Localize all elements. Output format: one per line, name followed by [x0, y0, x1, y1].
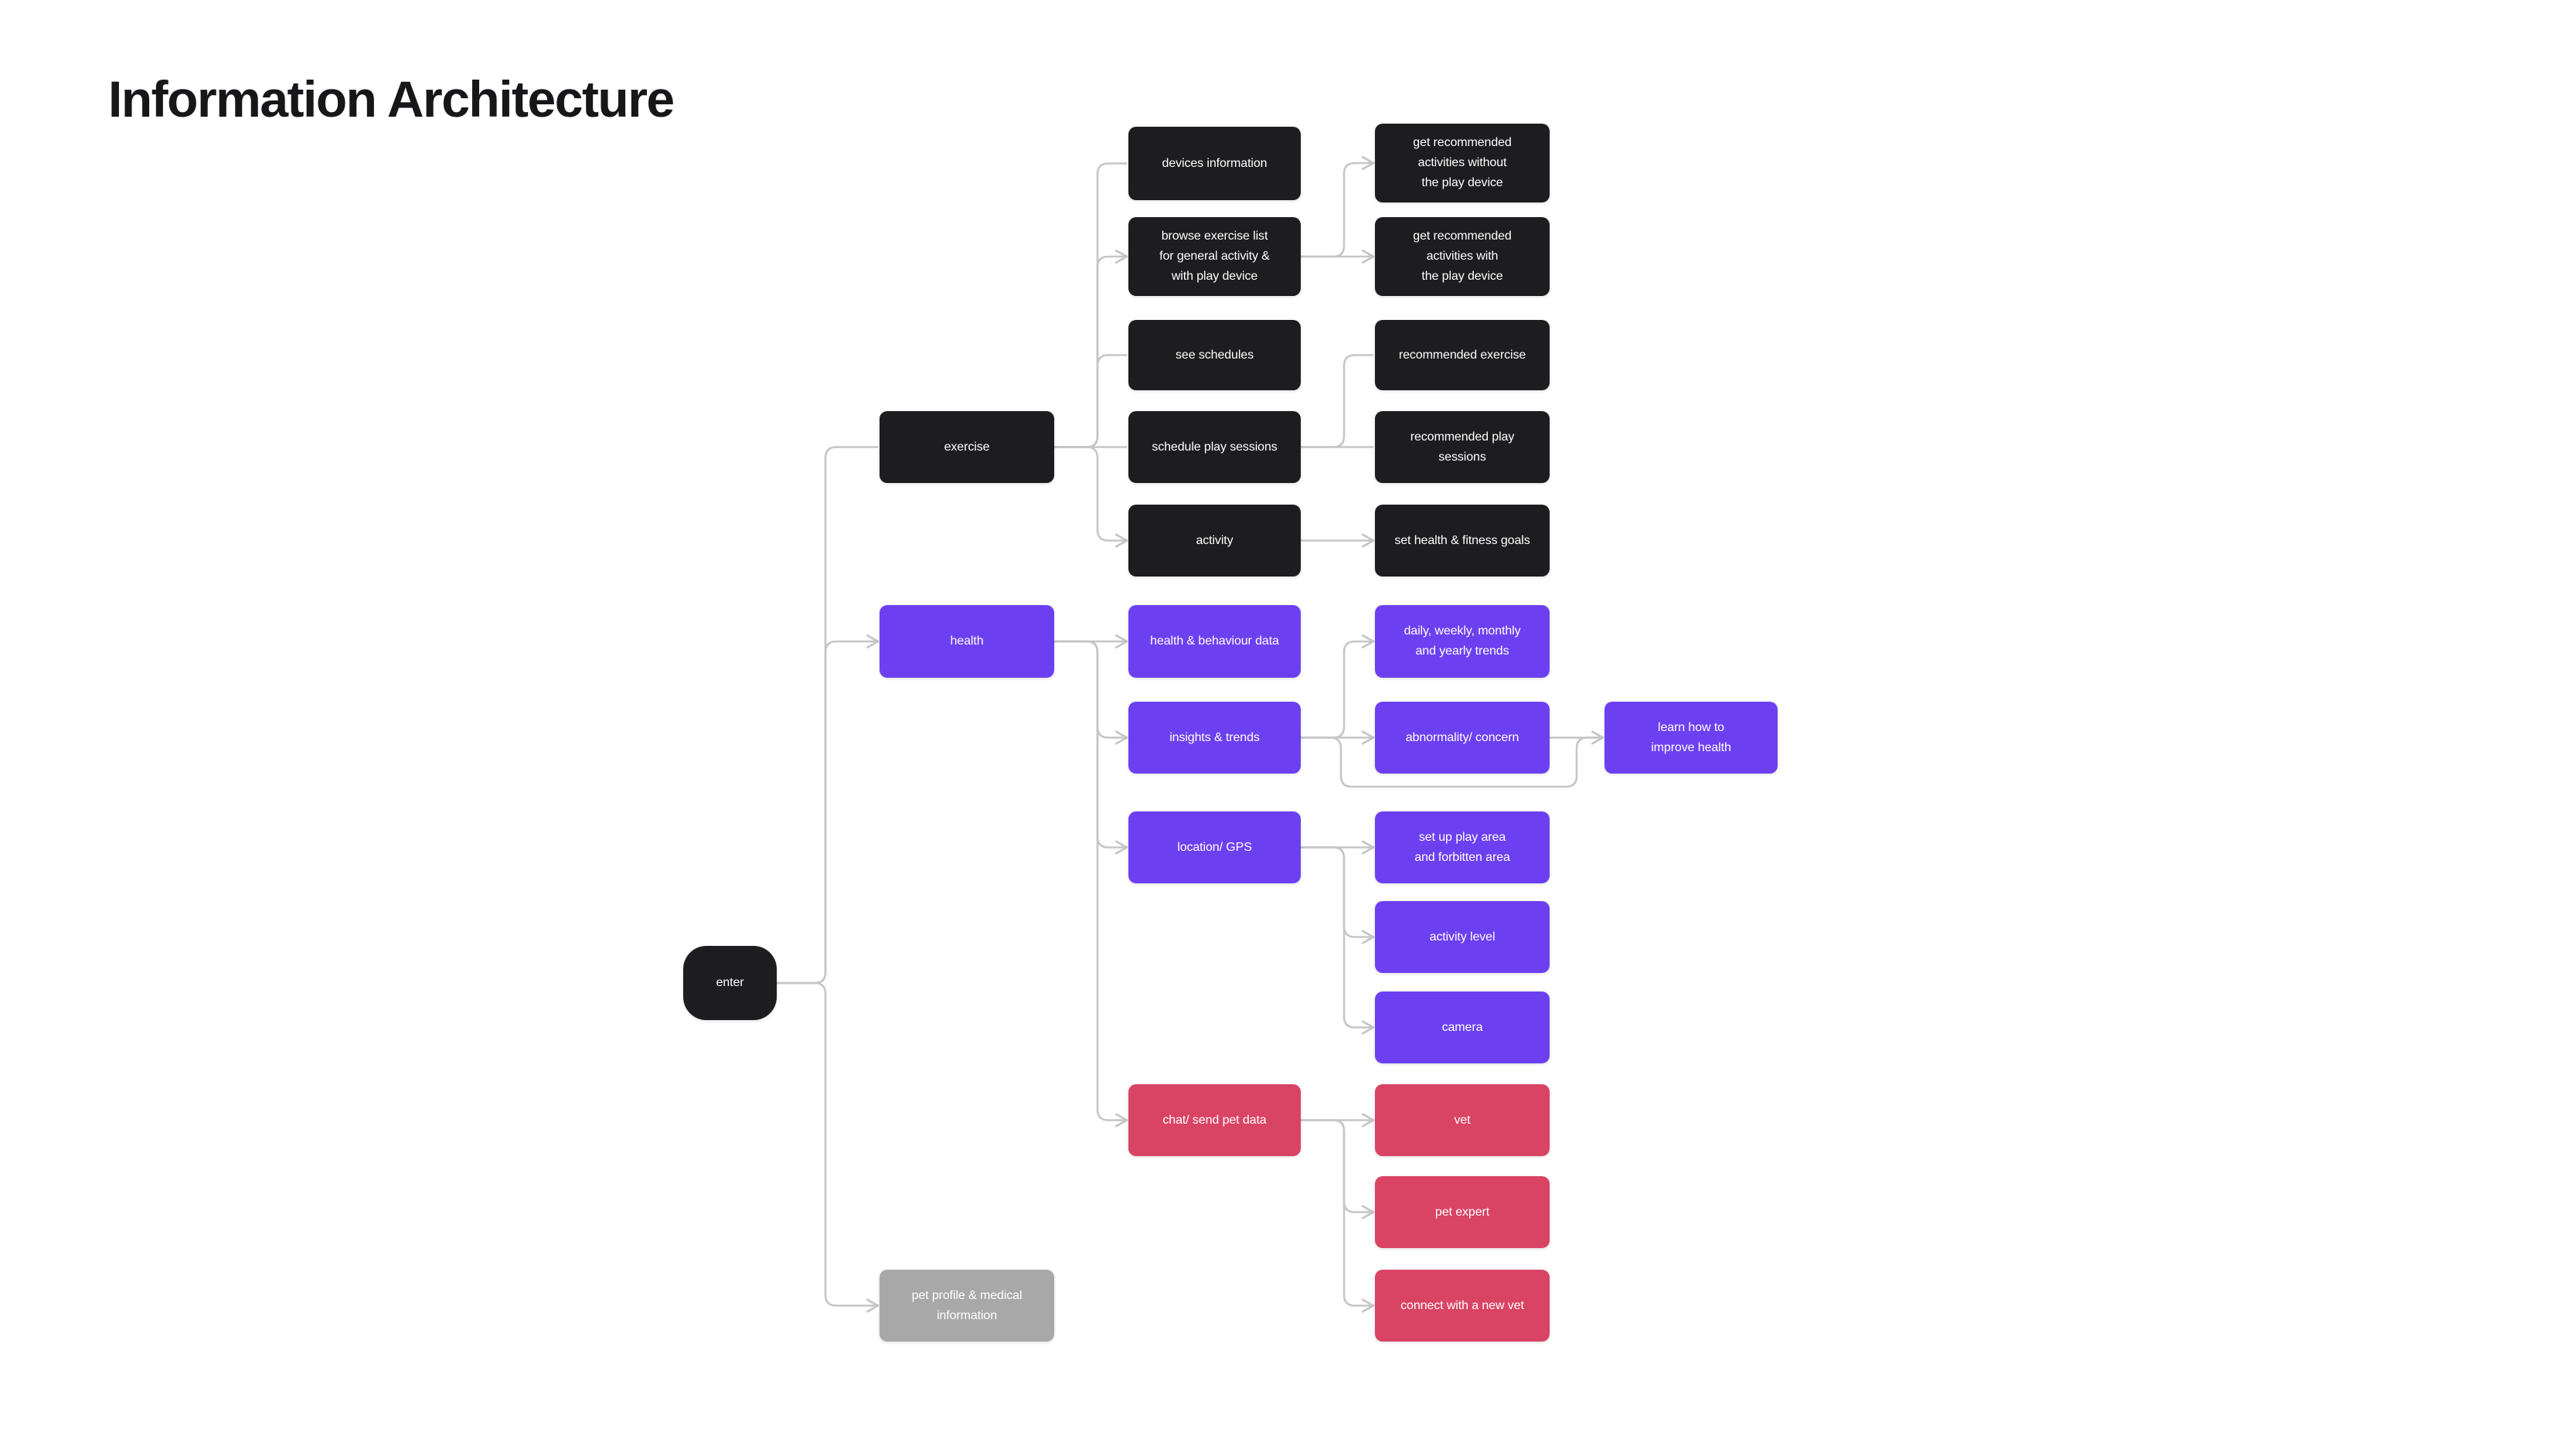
node-vet[interactable]: vet: [1375, 1084, 1550, 1156]
node-label: set up play area and forbitten area: [1414, 830, 1510, 864]
node-hb-data[interactable]: health & behaviour data: [1128, 605, 1301, 678]
node-label: pet profile & medical information: [911, 1288, 1023, 1322]
node-label: enter: [716, 976, 744, 990]
node-pet-expert[interactable]: pet expert: [1375, 1176, 1550, 1248]
edge-chat-to-connect-vet: [1301, 1119, 1375, 1313]
edge-enter-to-exercise: [777, 446, 878, 985]
node-camera[interactable]: camera: [1375, 992, 1550, 1063]
node-activity[interactable]: activity: [1128, 505, 1301, 577]
node-label: pet expert: [1434, 1205, 1490, 1219]
edge-exercise-to-see-schedules: [1054, 354, 1127, 448]
node-get-without[interactable]: get recommended activities without the p…: [1375, 124, 1550, 202]
node-label: get recommended activities without the p…: [1413, 136, 1512, 189]
edge-chat-to-pet-expert: [1301, 1119, 1375, 1219]
node-label: learn how to improve health: [1651, 720, 1731, 754]
node-set-goals[interactable]: set health & fitness goals: [1375, 505, 1550, 577]
node-label: location/ GPS: [1177, 840, 1252, 854]
edge-exercise-to-browse: [1054, 249, 1128, 448]
edge-location-to-activity-level: [1301, 846, 1375, 944]
node-label: daily, weekly, monthly and yearly trends: [1404, 624, 1521, 658]
node-rec-exercise[interactable]: recommended exercise: [1375, 320, 1550, 390]
node-schedule-play[interactable]: schedule play sessions: [1128, 411, 1301, 483]
edge-exercise-to-activity: [1054, 446, 1128, 548]
edge-insights-to-learn-how: [1301, 736, 1603, 788]
node-label: vet: [1454, 1113, 1471, 1127]
page-title: Information Architecture: [108, 70, 675, 128]
edge-exercise-to-devices-info: [1054, 162, 1127, 448]
edge-insights-to-daily-trends: [1301, 634, 1375, 739]
node-activity-level[interactable]: activity level: [1375, 901, 1550, 973]
node-label: schedule play sessions: [1152, 440, 1278, 454]
node-setup-area[interactable]: set up play area and forbitten area: [1375, 811, 1550, 883]
edge-health-to-insights: [1054, 640, 1128, 745]
node-label: insights & trends: [1169, 730, 1260, 744]
node-label: browse exercise list for general activit…: [1159, 230, 1270, 283]
node-label: get recommended activities with the play…: [1413, 230, 1512, 283]
node-label: abnormality/ concern: [1405, 730, 1519, 744]
node-label: recommended exercise: [1398, 348, 1526, 362]
node-enter[interactable]: enter: [683, 946, 777, 1020]
edge-health-to-chat: [1054, 640, 1128, 1128]
node-exercise[interactable]: exercise: [880, 411, 1054, 483]
node-label: exercise: [944, 440, 990, 454]
node-label: activity: [1196, 533, 1234, 547]
node-rec-play[interactable]: recommended play sessions: [1375, 411, 1550, 483]
node-label: connect with a new vet: [1400, 1298, 1524, 1312]
node-pet-profile[interactable]: pet profile & medical information: [880, 1270, 1054, 1342]
node-label: set health & fitness goals: [1394, 533, 1530, 547]
node-label: health & behaviour data: [1150, 634, 1279, 648]
node-label: health: [950, 634, 984, 648]
edge-location-to-camera: [1301, 846, 1375, 1035]
node-label: devices information: [1162, 156, 1268, 170]
edge-enter-to-pet-profile: [777, 981, 880, 1313]
node-get-with[interactable]: get recommended activities with the play…: [1375, 217, 1550, 296]
node-learn-how[interactable]: learn how to improve health: [1604, 702, 1778, 774]
node-insights[interactable]: insights & trends: [1128, 702, 1301, 774]
node-label: recommended play sessions: [1410, 430, 1515, 464]
node-browse[interactable]: browse exercise list for general activit…: [1128, 217, 1301, 296]
edge-enter-to-health: [777, 634, 880, 985]
edge-schedule-play-to-rec-exercise: [1301, 354, 1373, 448]
node-see-schedules[interactable]: see schedules: [1128, 320, 1301, 390]
node-abnormality[interactable]: abnormality/ concern: [1375, 702, 1550, 774]
node-label: see schedules: [1176, 348, 1254, 362]
edge-health-to-location: [1054, 640, 1128, 855]
node-label: camera: [1441, 1020, 1483, 1034]
node-health[interactable]: health: [880, 605, 1054, 678]
node-chat[interactable]: chat/ send pet data: [1128, 1084, 1301, 1156]
node-devices-info[interactable]: devices information: [1128, 127, 1301, 200]
node-label: activity level: [1429, 930, 1496, 944]
node-label: chat/ send pet data: [1162, 1113, 1267, 1127]
node-location[interactable]: location/ GPS: [1128, 811, 1301, 883]
node-daily-trends[interactable]: daily, weekly, monthly and yearly trends: [1375, 605, 1550, 678]
node-connect-vet[interactable]: connect with a new vet: [1375, 1270, 1550, 1342]
edge-browse-to-get-without: [1301, 155, 1375, 258]
